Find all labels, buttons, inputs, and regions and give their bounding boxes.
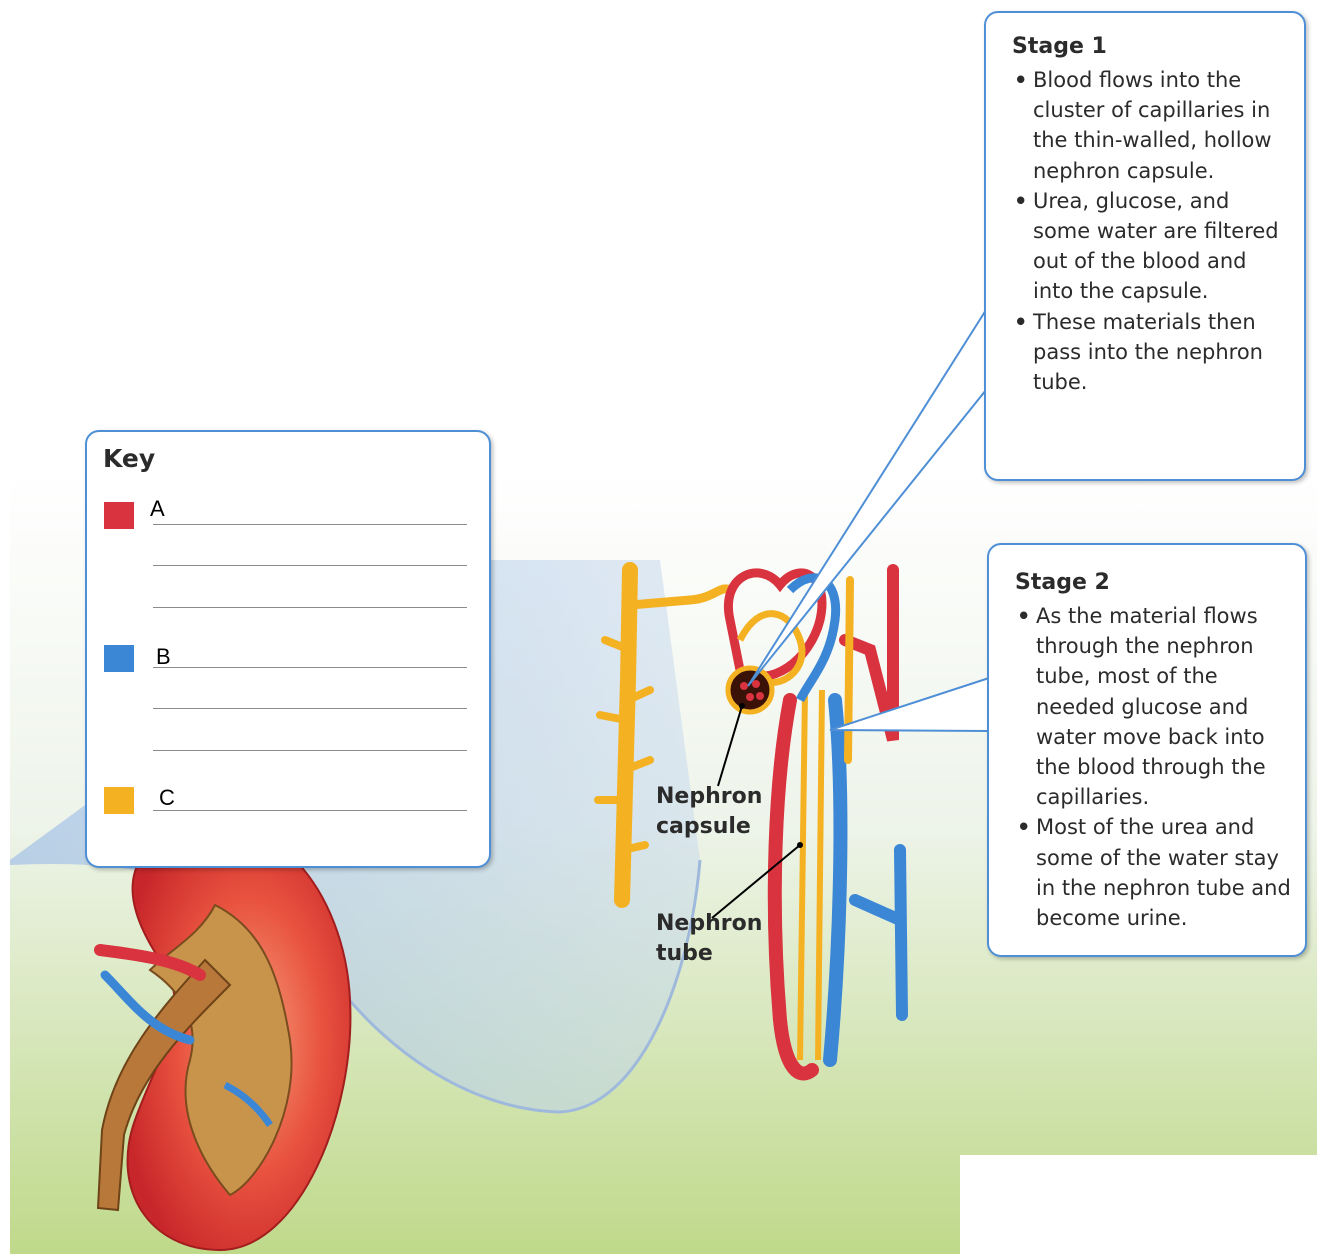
answer-line-b-1[interactable]	[153, 667, 467, 668]
nephron-capsule-label: Nephron capsule	[656, 784, 763, 839]
stage1-bullet-2: Urea, glucose, and some water are filter…	[1012, 186, 1284, 307]
key-swatch-a	[104, 502, 134, 529]
key-swatch-b	[104, 645, 134, 672]
tube-loop	[797, 689, 825, 1061]
stage2-bullet-2: Most of the urea and some of the water s…	[1015, 812, 1291, 933]
renal-artery	[94, 944, 206, 981]
key-box: Key A B C	[85, 430, 491, 868]
answer-line-a-2[interactable]	[153, 565, 467, 566]
collecting-duct	[594, 562, 735, 908]
stage1-title: Stage 1	[1012, 34, 1107, 59]
key-letter-a: A	[150, 496, 165, 521]
renal-pelvis	[148, 903, 293, 1197]
nephron-tube-label: Nephron tube	[656, 911, 763, 966]
stage1-list: Blood flows into the cluster of capillar…	[1012, 65, 1284, 397]
renal-vein	[100, 970, 195, 1045]
stage2-list: As the material flows through the nephro…	[1015, 601, 1291, 933]
bottom-right-blank	[960, 1155, 1317, 1254]
nephron-capsule-shape	[725, 665, 775, 715]
answer-line-c-1[interactable]	[153, 810, 467, 811]
key-swatch-c	[104, 787, 134, 814]
stage1-pointer	[747, 309, 987, 687]
right-red-vessel	[839, 564, 899, 742]
key-title: Key	[103, 444, 156, 473]
key-letter-b: B	[156, 644, 171, 669]
stage2-callout: Stage 2 As the material flows through th…	[987, 543, 1307, 957]
kidney-illustration	[94, 823, 352, 1252]
red-capillary-loop	[767, 693, 819, 1081]
stage2-title: Stage 2	[1015, 570, 1110, 595]
stage1-bullet-3: These materials then pass into the nephr…	[1012, 307, 1284, 398]
blue-capillary-loop	[823, 693, 848, 1067]
ureter	[96, 958, 232, 1212]
key-letter-c: C	[159, 785, 175, 810]
stage2-bullet-1: As the material flows through the nephro…	[1015, 601, 1291, 812]
stage1-callout: Stage 1 Blood flows into the cluster of …	[984, 11, 1306, 481]
answer-line-b-3[interactable]	[153, 750, 467, 751]
right-blue-vessel	[849, 844, 908, 1021]
nephron-vessels	[723, 564, 908, 1081]
answer-line-a-3[interactable]	[153, 607, 467, 608]
stage2-pointer	[829, 677, 990, 732]
answer-line-b-2[interactable]	[153, 708, 467, 709]
stage1-bullet-1: Blood flows into the cluster of capillar…	[1012, 65, 1284, 186]
answer-line-a-1[interactable]	[153, 524, 467, 525]
glomerulus-blue	[786, 573, 841, 703]
capsule-leader-line	[717, 705, 743, 787]
tube-leader-line	[711, 844, 801, 919]
